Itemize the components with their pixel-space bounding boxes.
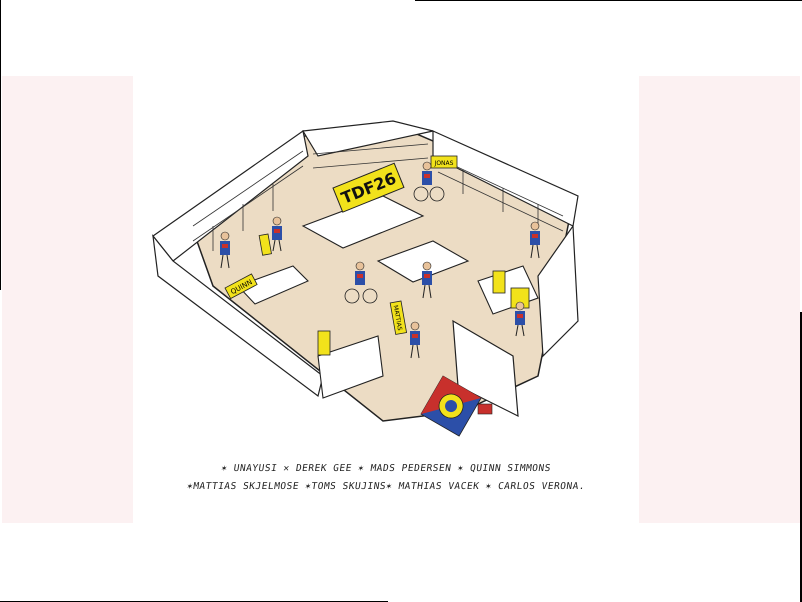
floor-red-box: [477, 403, 493, 415]
center-display-2: [376, 240, 470, 283]
entrance-wall: [452, 319, 519, 418]
shelf-sign-mattias: MATTIAS: [389, 300, 408, 335]
store-illustration: TDF26 QUINN JONAS MATTIAS: [152, 120, 579, 437]
shelf-sign-jonas: JONAS: [430, 155, 458, 169]
left-display: [237, 265, 309, 305]
back-shelves: [192, 143, 564, 251]
front-wall-right: [537, 224, 579, 358]
rider-figures: [220, 161, 540, 359]
shelf-sign-mads: [317, 330, 331, 356]
shelf-sign-jonas-2: [258, 233, 272, 256]
right-side-panel: [639, 76, 800, 523]
shelf-sign-jonas-text: JONAS: [434, 160, 454, 167]
rider-names-line-1: ✶ UNAYUSI ✕ DEREK GEE ✶ MADS PEDERSEN ✶ …: [220, 463, 552, 474]
rider-names-line-2: ✶MATTIAS SKJELMOSE ✶TOMS SKUJINS✶ MATHIA…: [186, 481, 586, 492]
left-border-line: [0, 0, 1, 290]
shelf-sign-mattias-text: MATTIAS: [392, 305, 403, 332]
floor-logo-mat: [420, 375, 482, 437]
front-wall-left: [152, 233, 324, 398]
front-counter: [317, 335, 384, 399]
shelf-sign-carlos: [492, 270, 506, 294]
illustration-card: TDF26 QUINN JONAS MATTIAS: [133, 76, 639, 523]
left-side-panel: [2, 76, 133, 523]
right-border-line: [800, 312, 802, 602]
top-border-line: [415, 0, 802, 1]
